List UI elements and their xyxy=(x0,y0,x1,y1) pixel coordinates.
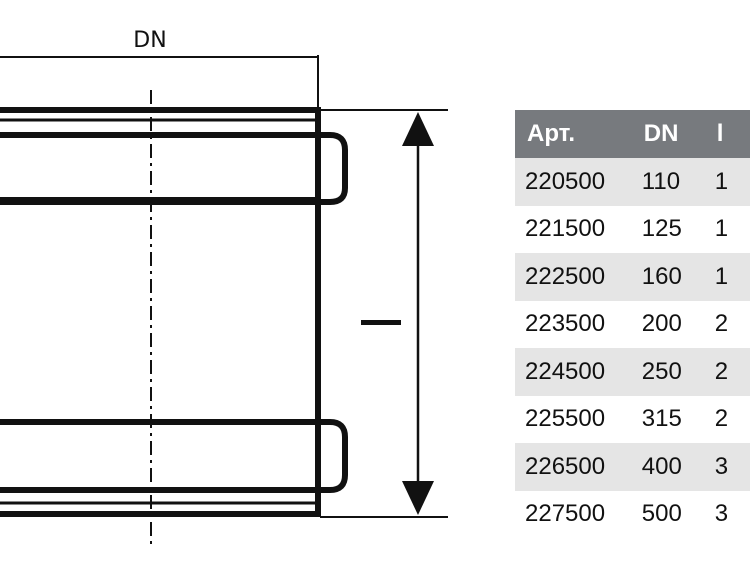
length-label-mark xyxy=(361,320,401,325)
cell-dn: 160 xyxy=(631,253,705,301)
arrow-up-icon xyxy=(402,112,434,146)
table-row: 220500 110 1 xyxy=(515,158,750,206)
length-dimension xyxy=(320,109,448,518)
top-seal-ring xyxy=(0,118,348,205)
cell-article: 224500 xyxy=(515,348,632,396)
cell-dn: 500 xyxy=(631,490,705,538)
cell-dn: 125 xyxy=(631,205,705,253)
cell-length: 2 xyxy=(704,395,750,443)
cell-article: 222500 xyxy=(515,253,632,301)
cell-length: 1 xyxy=(704,253,750,301)
bottom-seal-ring xyxy=(0,419,348,505)
specification-table: Арт. DN l 220500 110 1 221500 125 1 2225… xyxy=(515,110,750,538)
cell-dn: 110 xyxy=(631,158,705,206)
dn-label: DN xyxy=(133,28,166,53)
cell-length: 2 xyxy=(704,348,750,396)
header-article: Арт. xyxy=(515,110,632,158)
cell-dn: 315 xyxy=(631,395,705,443)
cell-length: 1 xyxy=(704,205,750,253)
cell-dn: 200 xyxy=(631,300,705,348)
pipe-body xyxy=(0,107,321,517)
header-length: l xyxy=(704,110,750,158)
cell-length: 3 xyxy=(704,443,750,491)
cell-length: 3 xyxy=(704,490,750,538)
table-row: 221500 125 1 xyxy=(515,205,750,253)
cell-article: 221500 xyxy=(515,205,632,253)
table-row: 227500 500 3 xyxy=(515,490,750,538)
cell-article: 220500 xyxy=(515,158,632,206)
table-row: 226500 400 3 xyxy=(515,443,750,491)
table-row: 222500 160 1 xyxy=(515,253,750,301)
arrow-down-icon xyxy=(402,481,434,515)
header-dn: DN xyxy=(631,110,705,158)
cell-article: 226500 xyxy=(515,443,632,491)
dn-dimension: DN xyxy=(0,28,319,108)
cell-length: 2 xyxy=(704,300,750,348)
cell-dn: 400 xyxy=(631,443,705,491)
table-row: 224500 250 2 xyxy=(515,348,750,396)
cell-article: 225500 xyxy=(515,395,632,443)
table-row: 223500 200 2 xyxy=(515,300,750,348)
cell-dn: 250 xyxy=(631,348,705,396)
table-header-row: Арт. DN l xyxy=(515,110,750,158)
cell-article: 227500 xyxy=(515,490,632,538)
table-row: 225500 315 2 xyxy=(515,395,750,443)
cell-length: 1 xyxy=(704,158,750,206)
cell-article: 223500 xyxy=(515,300,632,348)
